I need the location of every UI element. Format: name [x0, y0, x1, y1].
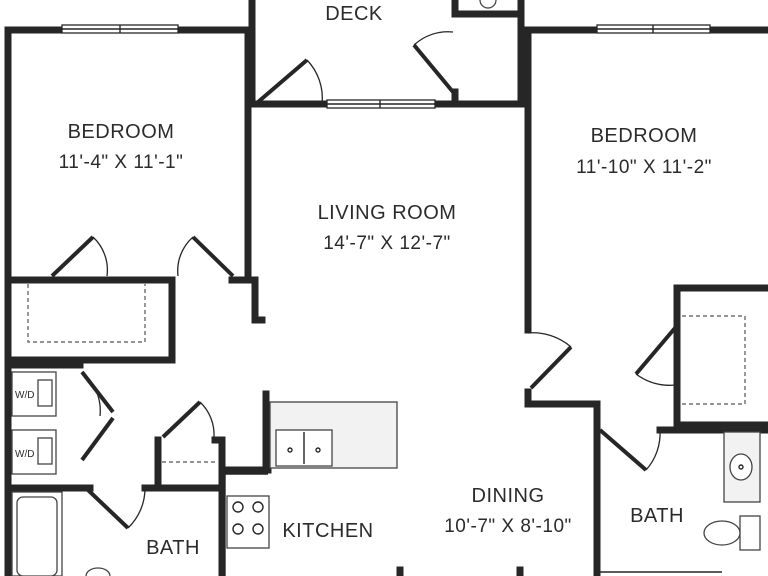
living-room-dims: 14'-7" X 12'-7"	[323, 233, 451, 254]
bedroom-right-label: BEDROOM	[591, 125, 698, 147]
doors	[50, 31, 677, 530]
bedroom-left-dims: 11'-4" X 11'-1"	[59, 152, 184, 173]
windows	[61, 24, 711, 109]
bottom-wall-stubs	[396, 566, 524, 576]
dining-label: DINING	[472, 485, 545, 507]
toilet-tank-icon	[739, 515, 761, 551]
kitchen-label: KITCHEN	[282, 520, 373, 542]
deck-label: DECK	[325, 3, 383, 25]
room-labels: DECK BEDROOM 11'-4" X 11'-1" LIVING ROOM…	[59, 3, 712, 559]
closet-shelves	[27, 284, 746, 463]
living-room-label: LIVING ROOM	[318, 202, 457, 224]
bath-fixtures	[11, 431, 761, 576]
bedroom-left-label: BEDROOM	[68, 121, 175, 143]
bath-left-label: BATH	[146, 537, 200, 559]
bath-right-label: BATH	[630, 505, 684, 527]
bedroom-right-dims: 11'-10" X 11'-2"	[576, 157, 712, 178]
walls	[4, 0, 768, 576]
right-toilet-icon	[703, 520, 741, 546]
toilet-icon	[85, 567, 111, 576]
wd-label-bottom: W/D	[15, 449, 34, 460]
deck-fixture	[479, 0, 497, 9]
dining-dims: 10'-7" X 8'-10"	[444, 516, 572, 537]
wd-label-top: W/D	[15, 390, 34, 401]
kitchen-fixtures	[224, 401, 398, 576]
laundry: W/D W/D	[11, 371, 57, 475]
